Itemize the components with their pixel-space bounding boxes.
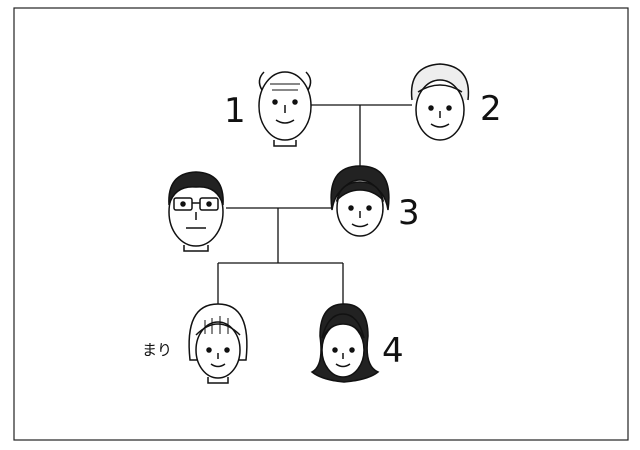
label-3: 3: [398, 193, 420, 233]
father-face: [168, 171, 224, 252]
tree-lines: [217, 104, 412, 308]
frame: [13, 7, 629, 441]
label-mari: まり: [142, 341, 172, 359]
label-1: 1: [224, 91, 246, 131]
person-4-face: [310, 303, 380, 383]
mother-face: [330, 165, 390, 237]
mari-face: [188, 303, 248, 384]
grandmother-face: [410, 63, 470, 141]
label-2: 2: [480, 89, 502, 129]
grandfather-face: [258, 71, 312, 147]
label-4: 4: [382, 331, 404, 371]
